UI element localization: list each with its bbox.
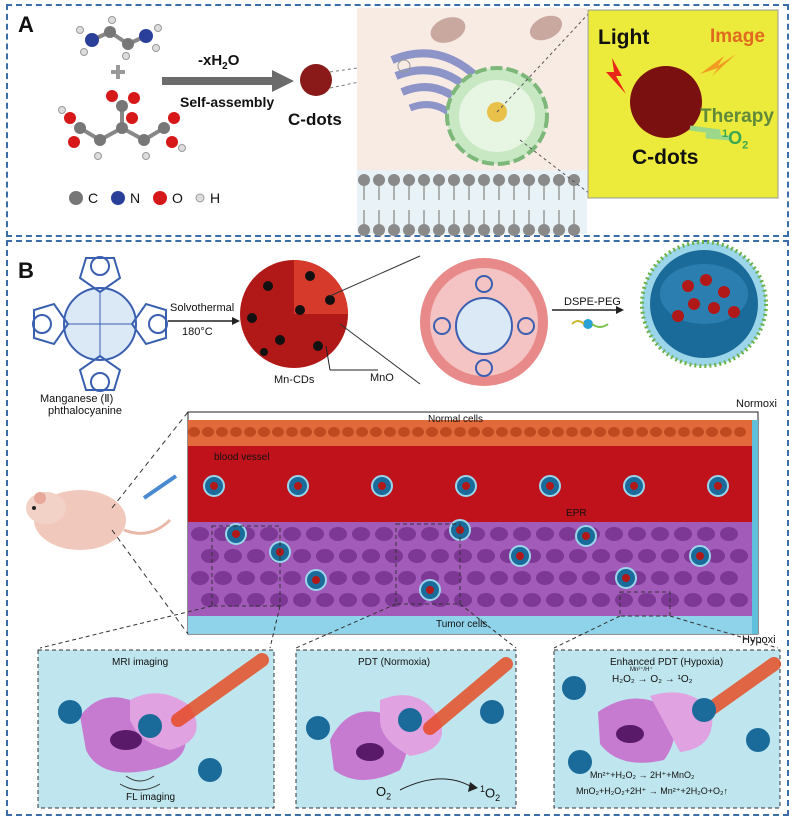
c-dots-label: C-dots bbox=[288, 110, 342, 129]
c-dot-icon bbox=[300, 64, 332, 96]
mn-cds-label: Mn-CDs bbox=[274, 374, 315, 386]
zoom-line bbox=[339, 323, 421, 385]
legend-nitrogen: N bbox=[130, 190, 141, 206]
inset-mri-title: MRI imaging bbox=[112, 657, 169, 668]
inset-mri bbox=[37, 649, 275, 809]
panel-a bbox=[6, 4, 789, 237]
c-dot-inset bbox=[587, 9, 779, 199]
inset-enhanced-eq-top: H₂O₂ → O₂ → ¹O₂ bbox=[612, 674, 693, 685]
selection-box bbox=[619, 591, 671, 617]
ethylenediamine-molecule bbox=[76, 16, 162, 60]
zoom-line bbox=[111, 529, 189, 635]
zoom-line bbox=[496, 11, 591, 113]
selection-box bbox=[211, 525, 281, 607]
inset-enhanced-eq1: Mn²⁺+H₂O₂ → 2H⁺+MnO₂ bbox=[590, 770, 695, 780]
light-bolt-icon bbox=[606, 58, 626, 94]
zoom-line bbox=[553, 615, 621, 649]
nitrogen-atom-icon bbox=[111, 191, 125, 205]
plus-icon bbox=[111, 65, 125, 79]
legend-oxygen: O bbox=[172, 190, 183, 206]
inset-singlet-oxygen: 1O2 bbox=[722, 128, 749, 152]
zoom-circle bbox=[420, 258, 548, 386]
zoom-line bbox=[329, 255, 421, 297]
cell-illustration bbox=[357, 8, 587, 236]
zoom-line bbox=[111, 411, 189, 509]
syringe-icon bbox=[142, 474, 178, 500]
inset-pdt-o2-left: O2 bbox=[376, 784, 392, 802]
zoom-line bbox=[669, 615, 779, 649]
inset-image-label: Image bbox=[710, 26, 765, 47]
oxygen-atom-icon bbox=[153, 191, 167, 205]
inset-light-label: Light bbox=[598, 26, 650, 49]
c-dot-large-icon bbox=[630, 66, 702, 138]
inset-mri-bottom-label: FL imaging bbox=[126, 792, 176, 803]
selection-box bbox=[395, 523, 461, 605]
normoxia-label: Normoxi bbox=[736, 398, 777, 410]
zoom-line bbox=[295, 603, 397, 649]
panel-b bbox=[6, 240, 789, 816]
inset-enhanced-catalyst: Mn²⁺/H⁺ bbox=[630, 667, 653, 673]
image-ray-icon bbox=[700, 54, 736, 76]
phthalocyanine-structure bbox=[32, 256, 168, 392]
inset-enhanced-pdt bbox=[553, 649, 781, 809]
tumor-cells-label: Tumor cells bbox=[436, 619, 488, 630]
reaction-condition-bottom: Self-assembly bbox=[180, 94, 275, 110]
epr-label: EPR bbox=[566, 508, 587, 519]
panel-a-label: A bbox=[18, 12, 34, 37]
hypoxia-label: Hypoxi bbox=[742, 634, 776, 646]
zoom-line bbox=[39, 605, 213, 649]
inset-enhanced-eq2: MnO₂+H₂O₂+2H⁺ → Mn²⁺+2H₂O+O₂↑ bbox=[576, 786, 729, 796]
citric-acid-molecule bbox=[58, 90, 186, 160]
peg-nanoparticle bbox=[640, 240, 768, 368]
precursor-name-line2: phthalocyanine bbox=[48, 405, 123, 417]
legend-hydrogen: H bbox=[210, 190, 221, 206]
reaction-condition-top: -xH2O bbox=[198, 52, 240, 72]
mno-label: MnO bbox=[370, 372, 394, 384]
zoom-line bbox=[269, 605, 281, 649]
step2-label: DSPE-PEG bbox=[564, 296, 621, 308]
normal-cells-label: Normal cells bbox=[428, 414, 484, 425]
dspe-peg-arrow bbox=[552, 306, 624, 329]
mn-cds-sphere bbox=[240, 260, 348, 368]
blood-vessel-label: blood vessel bbox=[214, 452, 270, 463]
hydrogen-atom-icon bbox=[195, 193, 205, 203]
mouse-illustration bbox=[26, 474, 178, 550]
precursor-name-line1: Manganese (Ⅱ) bbox=[40, 393, 114, 405]
step1-label-bottom: 180°C bbox=[182, 326, 213, 338]
tissue-block bbox=[187, 411, 759, 635]
carbon-atom-icon bbox=[69, 191, 83, 205]
inset-enhanced-title: Enhanced PDT (Hypoxia) bbox=[610, 657, 724, 668]
reaction-arrow bbox=[162, 70, 294, 92]
legend-carbon: C bbox=[88, 190, 99, 206]
inset-therapy-label: Therapy bbox=[700, 106, 774, 127]
inset-pdt-title: PDT (Normoxia) bbox=[358, 657, 431, 668]
therapy-ray-icon bbox=[689, 125, 731, 141]
inset-c-dots-label: C-dots bbox=[632, 146, 699, 169]
step1-label-top: Solvothermal bbox=[170, 302, 235, 314]
zoom-line bbox=[519, 139, 591, 195]
inset-pdt-normoxia bbox=[295, 649, 517, 809]
zoom-line bbox=[459, 603, 517, 649]
inset-pdt-o2-right: 1O2 bbox=[480, 784, 501, 803]
panel-b-label: B bbox=[18, 258, 34, 283]
solvothermal-arrow bbox=[168, 317, 240, 325]
mno-leader-line bbox=[325, 345, 331, 371]
